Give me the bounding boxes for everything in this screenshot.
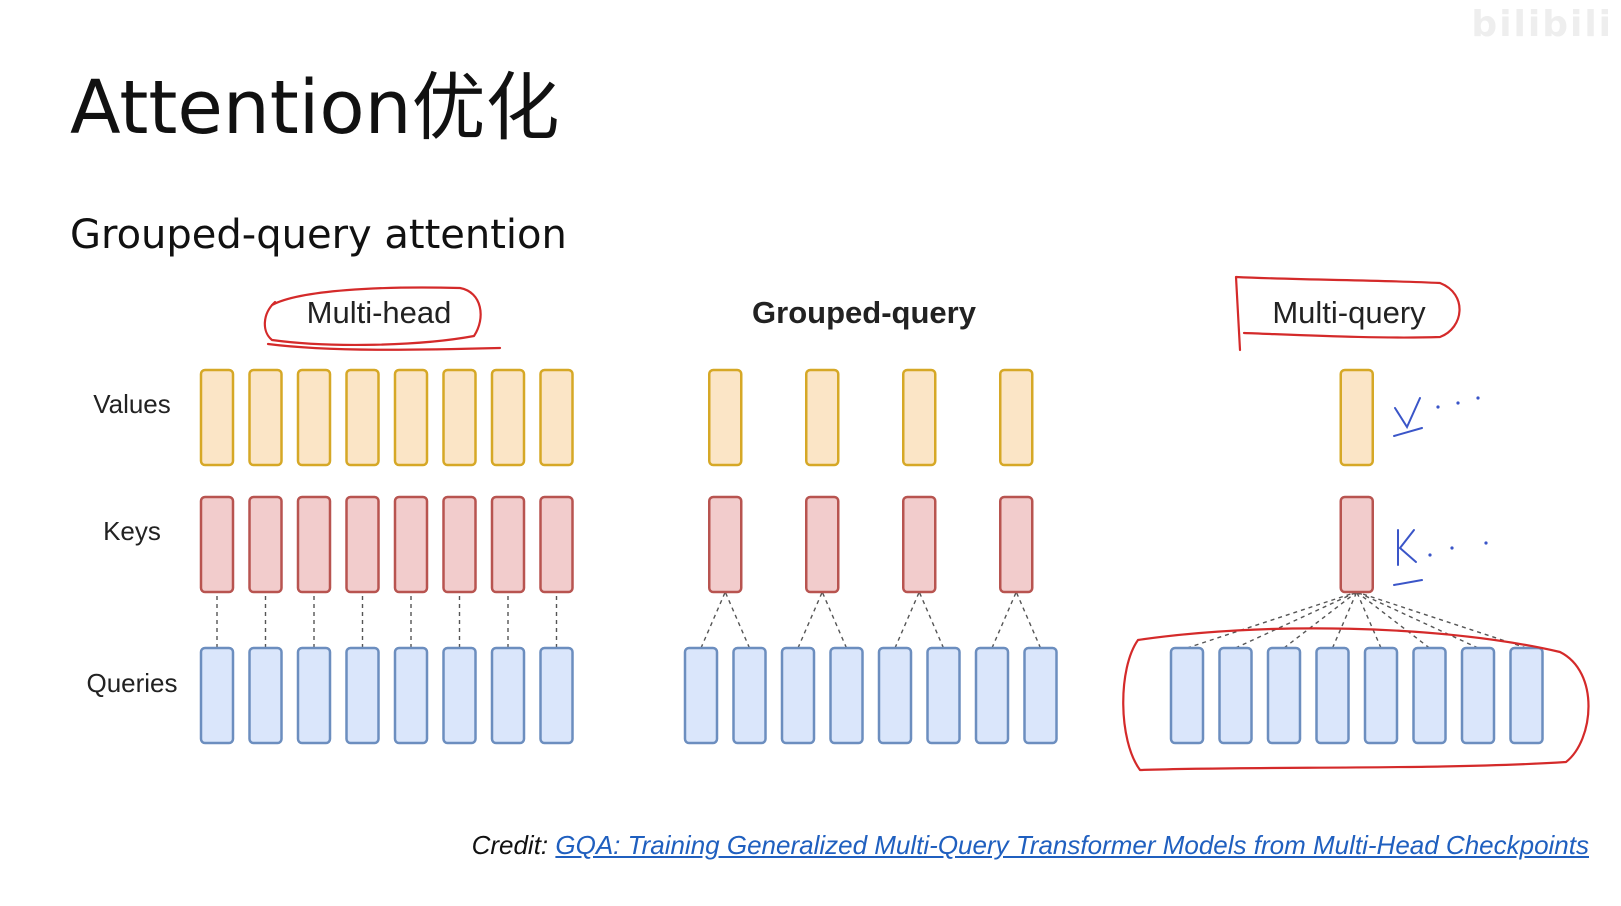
pen-dot [1428, 553, 1432, 557]
connection-lines [216, 591, 1527, 649]
value-head-box [708, 368, 743, 467]
key-head-box [199, 495, 235, 594]
query-head-box [877, 646, 913, 745]
query-key-link [724, 591, 751, 649]
row-label-values: Values [93, 389, 171, 419]
query-head-box [490, 646, 526, 745]
value-head-box [805, 368, 840, 467]
pen-note-k-glyph [1397, 529, 1417, 566]
query-head-box [442, 646, 477, 745]
credit-label: Credit: [471, 830, 556, 860]
pen-dot [1456, 401, 1460, 405]
pen-notes [1393, 397, 1423, 586]
query-key-link [1331, 591, 1358, 649]
query-head-box [199, 646, 235, 745]
key-head-box [442, 495, 477, 594]
pen-note-v: V . . . [1398, 401, 1456, 426]
pen-dot [1476, 396, 1480, 400]
query-key-link [1356, 591, 1479, 649]
query-head-box [974, 646, 1010, 745]
query-head-box [248, 646, 283, 745]
key-head-box [708, 495, 743, 594]
query-head-box [1412, 646, 1447, 745]
query-head-box [732, 646, 767, 745]
query-key-link [1356, 591, 1382, 649]
query-head-box [1460, 646, 1496, 745]
query-head-box [1169, 646, 1205, 745]
query-head-box [1509, 646, 1544, 745]
key-head-box [393, 495, 429, 594]
value-head-box [248, 368, 283, 467]
pen-note-dots [1428, 396, 1488, 557]
value-head-box [393, 368, 429, 467]
query-key-link [1356, 591, 1527, 649]
query-head-box [926, 646, 961, 745]
query-key-link [1015, 591, 1042, 649]
pen-dot [1436, 405, 1440, 409]
query-head-box [1266, 646, 1302, 745]
slide-subtitle: Grouped-query attention [70, 212, 567, 258]
query-head-box [829, 646, 864, 745]
query-head-box [539, 646, 574, 745]
value-head-box [999, 368, 1034, 467]
hand-annotations [263, 275, 1590, 772]
value-head-box [539, 368, 574, 467]
key-head-box [539, 495, 574, 594]
panel-label-multi-head: Multi-head [307, 295, 452, 330]
annotation-circle-multi-head [263, 286, 502, 351]
credit-line: Credit: GQA: Training Generalized Multi-… [472, 830, 1589, 861]
query-head-box [296, 646, 332, 745]
value-head-box [490, 368, 526, 467]
query-key-link [894, 591, 920, 649]
row-label-keys: Keys [103, 516, 161, 546]
annotation-outline-multi-query-queries [1122, 627, 1590, 772]
query-key-link [991, 591, 1017, 649]
key-head-box [490, 495, 526, 594]
query-head-box [1218, 646, 1253, 745]
panel-label-grouped-query: Grouped-query [752, 295, 977, 330]
value-head-box [345, 368, 380, 467]
query-head-box [393, 646, 429, 745]
value-head-box [199, 368, 235, 467]
query-key-link [1235, 591, 1358, 649]
key-head-box [902, 495, 937, 594]
value-head-box [296, 368, 332, 467]
key-head-box [296, 495, 332, 594]
query-head-box [1315, 646, 1350, 745]
query-key-link [797, 591, 823, 649]
query-key-link [700, 591, 726, 649]
query-head-box [1363, 646, 1399, 745]
pen-note-v-underline [1393, 427, 1423, 437]
query-key-link [821, 591, 848, 649]
query-head-box [780, 646, 816, 745]
pen-note-v-glyph [1394, 397, 1421, 430]
panel-label-multi-query: Multi-query [1272, 295, 1426, 330]
key-head-box [1339, 495, 1374, 594]
query-key-link [918, 591, 945, 649]
head-boxes [199, 368, 1544, 745]
key-head-box [248, 495, 283, 594]
value-head-box [442, 368, 477, 467]
credit-paper-link[interactable]: GQA: Training Generalized Multi-Query Tr… [555, 830, 1589, 860]
slide-title: Attention优化 [70, 65, 560, 151]
query-key-link [1186, 591, 1357, 649]
key-head-box [805, 495, 840, 594]
annotation-box-multi-query [1234, 275, 1461, 352]
bilibili-watermark: bilibili [1471, 4, 1613, 45]
value-head-box [1339, 368, 1374, 467]
value-head-box [902, 368, 937, 467]
query-head-box [1023, 646, 1058, 745]
pen-note-k: K . . . [1397, 533, 1456, 558]
pen-dot [1450, 546, 1454, 550]
query-head-box [345, 646, 380, 745]
key-head-box [345, 495, 380, 594]
pen-dot [1484, 541, 1488, 545]
query-head-box [683, 646, 719, 745]
pen-note-k-underline [1393, 579, 1423, 586]
row-label-queries: Queries [86, 668, 177, 698]
key-head-box [999, 495, 1034, 594]
